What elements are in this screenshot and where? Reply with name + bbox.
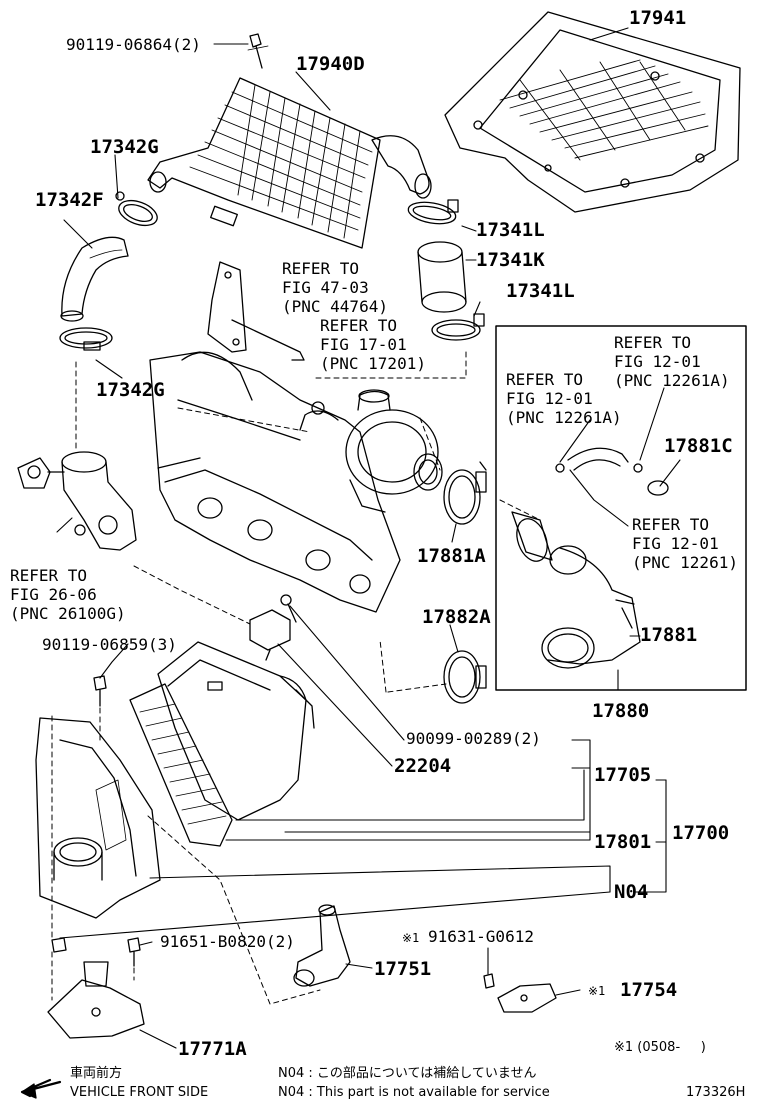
reference-fig17-line3: (PNC 17201) xyxy=(320,354,426,373)
part-label-22204: 22204 xyxy=(394,755,452,777)
air-intake-duct-drawing xyxy=(511,447,669,669)
vehicle-front-label-jp: 車両前方 xyxy=(70,1066,123,1081)
reference-fig12-low-line2: FIG 12-01 xyxy=(632,534,719,553)
turbocharger-drawing xyxy=(299,389,443,513)
reference-fig47: REFER TO FIG 47-03 (PNC 44764) xyxy=(282,259,388,316)
part-label-17341l-upper: 17341L xyxy=(476,219,545,241)
leader-lines xyxy=(56,27,681,1049)
reference-fig47-line1: REFER TO xyxy=(282,259,360,278)
exhaust-manifold-drawing xyxy=(149,351,401,613)
reference-fig26-line2: FIG 26-06 xyxy=(10,585,97,604)
vehicle-front-label-en: VEHICLE FRONT SIDE xyxy=(70,1085,209,1100)
part-label-17882a: 17882A xyxy=(422,606,491,628)
reference-fig12-right-line3: (PNC 12261A) xyxy=(614,371,730,390)
part-label-17700: 17700 xyxy=(672,822,730,844)
air-cleaner-upper-case-drawing xyxy=(157,641,315,821)
clamp-17342g-bottom-drawing xyxy=(59,327,113,349)
reference-fig12-low: REFER TO FIG 12-01 (PNC 12261) xyxy=(632,515,738,572)
n04-note-jp: N04 : この部品については補給していません xyxy=(278,1066,537,1081)
part-label-17342f: 17342F xyxy=(35,189,104,211)
reference-fig12-left-line3: (PNC 12261A) xyxy=(506,408,622,427)
hose-17342f-drawing xyxy=(60,236,129,322)
water-outlet-drawing xyxy=(17,451,137,551)
part-label-17751: 17751 xyxy=(374,958,432,980)
hose-17341k-drawing xyxy=(417,241,467,313)
small-fasteners-drawing xyxy=(51,675,141,967)
part-label-17342g-top: 17342G xyxy=(90,136,159,158)
inset-box-17880 xyxy=(495,325,747,691)
bracket-17771a-drawing xyxy=(47,961,145,1039)
part-label-17881c: 17881C xyxy=(664,435,733,457)
part-label-90119-06859: 90119-06859(3) xyxy=(42,635,177,654)
reference-fig12-left-line1: REFER TO xyxy=(506,370,584,389)
air-flow-meter-drawing xyxy=(249,594,297,661)
part-label-17771a: 17771A xyxy=(178,1038,247,1060)
part-label-90099-00289: 90099-00289(2) xyxy=(406,729,541,748)
reference-fig12-low-line1: REFER TO xyxy=(632,515,710,534)
intercooler-cover-drawing xyxy=(444,11,741,213)
reference-fig17-line1: REFER TO xyxy=(320,316,398,335)
part-label-17941: 17941 xyxy=(629,7,687,29)
intercooler-drawing xyxy=(147,77,432,249)
reference-fig26: REFER TO FIG 26-06 (PNC 26100G) xyxy=(10,566,126,623)
hose-17751-drawing xyxy=(293,904,351,987)
part-label-17341k: 17341K xyxy=(476,249,545,271)
bracket-drawing xyxy=(207,261,305,361)
clamp-17341l-upper-drawing xyxy=(407,201,457,225)
figure-id: 173326H xyxy=(686,1085,746,1100)
bolt-90119-06864-drawing xyxy=(247,33,269,69)
part-label-91631-g0612: 91631-G0612 xyxy=(428,927,534,946)
reference-fig26-line1: REFER TO xyxy=(10,566,88,585)
date-note: ※1 (0508- ) xyxy=(614,1040,706,1055)
n04-note-en: N04 : This part is not available for ser… xyxy=(278,1085,550,1100)
reference-fig12-low-line3: (PNC 12261) xyxy=(632,553,738,572)
dashed-guide-lines xyxy=(51,351,541,1005)
part-label-17880: 17880 xyxy=(592,700,650,722)
clamp-17342g-top-drawing xyxy=(118,199,158,227)
part-label-17754-mark: ※1 xyxy=(588,984,606,998)
reference-fig12-left: REFER TO FIG 12-01 (PNC 12261A) xyxy=(506,370,622,427)
reference-fig17-line2: FIG 17-01 xyxy=(320,335,407,354)
reference-fig47-line3: (PNC 44764) xyxy=(282,297,388,316)
part-label-17940d: 17940D xyxy=(296,53,365,75)
part-label-17754: 17754 xyxy=(620,979,678,1001)
reference-fig12-right: REFER TO FIG 12-01 (PNC 12261A) xyxy=(614,333,730,390)
part-label-n04: N04 xyxy=(614,881,649,903)
part-label-91651-b0820: 91651-B0820(2) xyxy=(160,932,295,951)
reference-fig17: REFER TO FIG 17-01 (PNC 17201) xyxy=(320,316,426,373)
reference-fig12-right-line2: FIG 12-01 xyxy=(614,352,701,371)
part-label-17881: 17881 xyxy=(640,624,698,646)
part-label-17801: 17801 xyxy=(594,831,652,853)
reference-fig12-right-line1: REFER TO xyxy=(614,333,692,352)
part-label-17705: 17705 xyxy=(594,764,652,786)
clamp-17881a-drawing xyxy=(443,461,487,525)
part-label-17881a: 17881A xyxy=(417,545,486,567)
part-label-91631-mark: ※1 xyxy=(402,931,420,945)
reference-fig47-line2: FIG 47-03 xyxy=(282,278,369,297)
reference-fig12-left-line2: FIG 12-01 xyxy=(506,389,593,408)
clamp-17882a-drawing xyxy=(443,650,487,704)
part-label-17341l-lower: 17341L xyxy=(506,280,575,302)
part-label-90119-06864: 90119-06864(2) xyxy=(66,35,201,54)
part-label-17342g-bottom: 17342G xyxy=(96,379,165,401)
reference-fig26-line3: (PNC 26100G) xyxy=(10,604,126,623)
bracket-17754-drawing xyxy=(483,973,557,1013)
air-filter-element-drawing xyxy=(129,683,233,847)
air-cleaner-lower-case-drawing xyxy=(35,717,161,919)
clamp-17341l-lower-drawing xyxy=(431,319,481,341)
